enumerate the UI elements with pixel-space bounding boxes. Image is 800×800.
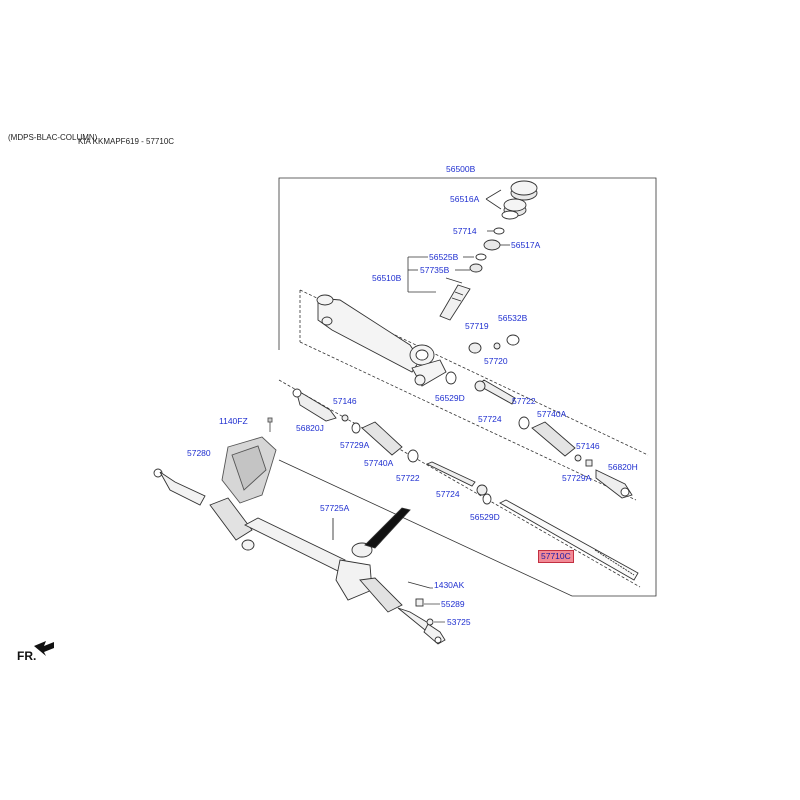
part-label-57146-left[interactable]: 57146	[333, 396, 357, 406]
part-label-57714[interactable]: 57714	[453, 226, 477, 236]
section-header: (MDPS-BLAC-COLUMN)	[8, 133, 98, 142]
part-label-57740a-right[interactable]: 57740A	[537, 409, 567, 419]
part-label-56820h[interactable]: 56820H	[608, 462, 638, 472]
part-label-56517a[interactable]: 56517A	[511, 240, 541, 250]
part-label-57729a-right[interactable]: 57729A	[562, 473, 592, 483]
part-label-56532b[interactable]: 56532B	[498, 313, 528, 323]
model-reference: KIA KKMAPF619 - 57710C	[78, 137, 175, 146]
part-label-56510b[interactable]: 56510B	[372, 273, 402, 283]
part-label-56516a[interactable]: 56516A	[450, 194, 480, 204]
part-label-56529d-lower[interactable]: 56529D	[470, 512, 500, 522]
part-label-56500b[interactable]: 56500B	[446, 164, 476, 174]
part-label-57720[interactable]: 57720	[484, 356, 508, 366]
part-label-57740a-left[interactable]: 57740A	[364, 458, 394, 468]
part-label-57724-lower[interactable]: 57724	[436, 489, 460, 499]
part-label-57710c-highlighted[interactable]: 57710C	[538, 550, 574, 563]
part-label-57722-upper[interactable]: 57722	[512, 396, 536, 406]
part-label-57719[interactable]: 57719	[465, 321, 489, 331]
front-arrow-icon	[34, 641, 54, 656]
part-label-57729a-left[interactable]: 57729A	[340, 440, 370, 450]
part-label-1140fz[interactable]: 1140FZ	[219, 416, 248, 426]
part-label-56529d-upper[interactable]: 56529D	[435, 393, 465, 403]
part-label-57725a[interactable]: 57725A	[320, 503, 350, 513]
part-label-57146-right[interactable]: 57146	[576, 441, 600, 451]
front-direction-label: FR.	[17, 649, 37, 663]
part-label-57280[interactable]: 57280	[187, 448, 211, 458]
part-label-56820j[interactable]: 56820J	[296, 423, 324, 433]
part-label-55289[interactable]: 55289	[441, 599, 465, 609]
part-label-1430ak[interactable]: 1430AK	[434, 580, 465, 590]
part-label-56525b[interactable]: 56525B	[429, 252, 459, 262]
part-label-57722-lower[interactable]: 57722	[396, 473, 420, 483]
part-label-57735b[interactable]: 57735B	[420, 265, 450, 275]
part-label-53725[interactable]: 53725	[447, 617, 471, 627]
part-label-57724-upper[interactable]: 57724	[478, 414, 502, 424]
assembly-frame	[278, 177, 657, 597]
